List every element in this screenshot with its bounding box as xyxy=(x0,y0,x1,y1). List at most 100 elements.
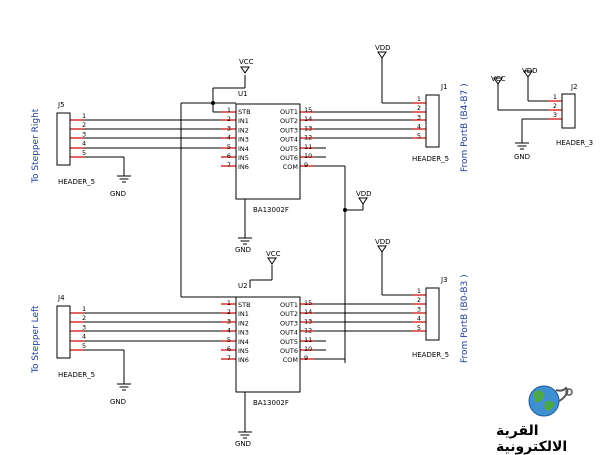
u1-pin-name-right: OUT3 xyxy=(280,126,298,134)
u2-pin-number-right: 9 xyxy=(304,354,308,362)
u1-pin-number-right: 10 xyxy=(304,152,312,160)
u2-pin-number-left: 4 xyxy=(227,327,231,335)
j3-vdd-arrow-icon xyxy=(377,245,387,253)
u2-pin-number-right: 13 xyxy=(304,317,312,325)
j3-name: HEADER_5 xyxy=(412,351,449,359)
u1-pin-number-left: 6 xyxy=(227,152,231,160)
u1-pin-name-left: IN4 xyxy=(238,145,249,153)
u1-pin-number-right: 13 xyxy=(304,124,312,132)
u1-pin-number-right: 9 xyxy=(304,161,308,169)
j2-ref: J2 xyxy=(570,83,578,91)
j4-pin-number: 2 xyxy=(82,314,86,322)
u1-part: BA13002F xyxy=(253,206,289,214)
u2-vcc-label: VCC xyxy=(266,250,281,258)
j2-header-body xyxy=(561,93,576,129)
u1-pin-name-left: IN3 xyxy=(238,136,249,144)
j5-pin-number: 2 xyxy=(82,121,86,129)
u1-pin-number-left: 7 xyxy=(227,161,231,169)
u2-pin-name-left: IN6 xyxy=(238,356,249,364)
j1-pin-number: 4 xyxy=(417,123,421,131)
j1-ref: J1 xyxy=(440,83,448,91)
u2-pin-name-left: IN4 xyxy=(238,338,249,346)
u1-pin-number-left: 5 xyxy=(227,143,231,151)
j2-pin-number: 3 xyxy=(553,111,557,119)
j5-name: HEADER_5 xyxy=(58,178,95,186)
u1-pin-name-right: COM xyxy=(283,163,298,171)
u1-pin-name-right: OUT1 xyxy=(280,108,298,116)
u1-pin-number-left: 1 xyxy=(227,106,231,114)
u2-pin-name-right: OUT5 xyxy=(280,338,298,346)
j4-pin-number: 4 xyxy=(82,333,86,341)
u2-pin-name-left: STB xyxy=(238,301,251,309)
u2-pin-name-right: OUT1 xyxy=(280,301,298,309)
u1-pin-name-right: OUT4 xyxy=(280,136,298,144)
u1-chip-body xyxy=(235,103,301,200)
u2-pin-number-right: 15 xyxy=(304,299,312,307)
j3-header-body xyxy=(425,287,440,341)
stepper-right-label: To Stepper Right xyxy=(31,108,41,184)
u1-pin-name-right: OUT5 xyxy=(280,145,298,153)
u1-gnd-icon xyxy=(237,237,253,245)
j3-ref: J3 xyxy=(440,276,448,284)
u2-pin-name-left: IN1 xyxy=(238,310,249,318)
j4-pin-number: 5 xyxy=(82,342,86,350)
pin-stubs xyxy=(70,100,562,360)
u1-ref: U1 xyxy=(238,90,248,98)
u1-gnd-label: GND xyxy=(235,246,251,254)
u2-chip-body xyxy=(235,296,301,393)
u2-pin-name-right: OUT3 xyxy=(280,319,298,327)
j1-vdd-arrow-icon xyxy=(377,51,387,59)
u2-ref: U2 xyxy=(238,282,248,290)
u1-pin-name-left: IN1 xyxy=(238,117,249,125)
j5-pin-number: 3 xyxy=(82,130,86,138)
j5-pin-number: 5 xyxy=(82,149,86,157)
u1-pin-name-right: OUT6 xyxy=(280,154,298,162)
j4-gnd-icon xyxy=(116,383,132,391)
u2-pin-number-left: 1 xyxy=(227,299,231,307)
j3-pin-number: 2 xyxy=(417,296,421,304)
j4-pin-number: 1 xyxy=(82,305,86,313)
u2-pin-name-left: IN3 xyxy=(238,329,249,337)
u2-pin-name-left: IN2 xyxy=(238,319,249,327)
u1-pin-number-left: 4 xyxy=(227,134,231,142)
j3-pin-number: 5 xyxy=(417,324,421,332)
u1-vcc-arrow-icon xyxy=(240,66,250,74)
j4-ref: J4 xyxy=(57,294,65,302)
j1-pin-number: 3 xyxy=(417,113,421,121)
j5-header-body xyxy=(56,112,71,166)
j1-pin-number: 5 xyxy=(417,132,421,140)
u1-pin-number-right: 12 xyxy=(304,134,312,142)
u2-part: BA13002F xyxy=(253,399,289,407)
j2-pin-number: 2 xyxy=(553,102,557,110)
portb-high-label: From PortB (B4-B7 ) xyxy=(460,83,470,172)
j1-pin-number: 2 xyxy=(417,104,421,112)
u2-pin-name-right: OUT2 xyxy=(280,310,298,318)
j4-pin-number: 3 xyxy=(82,323,86,331)
j3-pin-number: 3 xyxy=(417,305,421,313)
j2-vdd-label: VDD xyxy=(522,67,538,75)
u1-pin-number-left: 3 xyxy=(227,124,231,132)
globe-icon xyxy=(528,385,573,417)
j5-gnd-label: GND xyxy=(110,190,126,198)
u2-pin-number-right: 14 xyxy=(304,308,312,316)
u1-pin-number-right: 14 xyxy=(304,115,312,123)
u2-pin-name-right: OUT6 xyxy=(280,347,298,355)
u1-pin-name-left: STB xyxy=(238,108,251,116)
j4-name: HEADER_5 xyxy=(58,371,95,379)
u2-vcc-arrow-icon xyxy=(267,257,277,265)
j2-gnd-icon xyxy=(514,142,530,150)
j2-pin-number: 1 xyxy=(553,93,557,101)
j3-pin-number: 1 xyxy=(417,287,421,295)
u2-pin-number-right: 12 xyxy=(304,327,312,335)
com-vdd-label: VDD xyxy=(356,190,372,198)
wires xyxy=(70,58,562,432)
j4-header-body xyxy=(56,305,71,359)
j2-name: HEADER_3 xyxy=(556,139,593,147)
u1-pin-number-left: 2 xyxy=(227,115,231,123)
u2-pin-name-left: IN5 xyxy=(238,347,249,355)
u2-pin-number-left: 7 xyxy=(227,354,231,362)
com-vdd-arrow-icon xyxy=(358,197,368,205)
u1-pin-number-right: 15 xyxy=(304,106,312,114)
